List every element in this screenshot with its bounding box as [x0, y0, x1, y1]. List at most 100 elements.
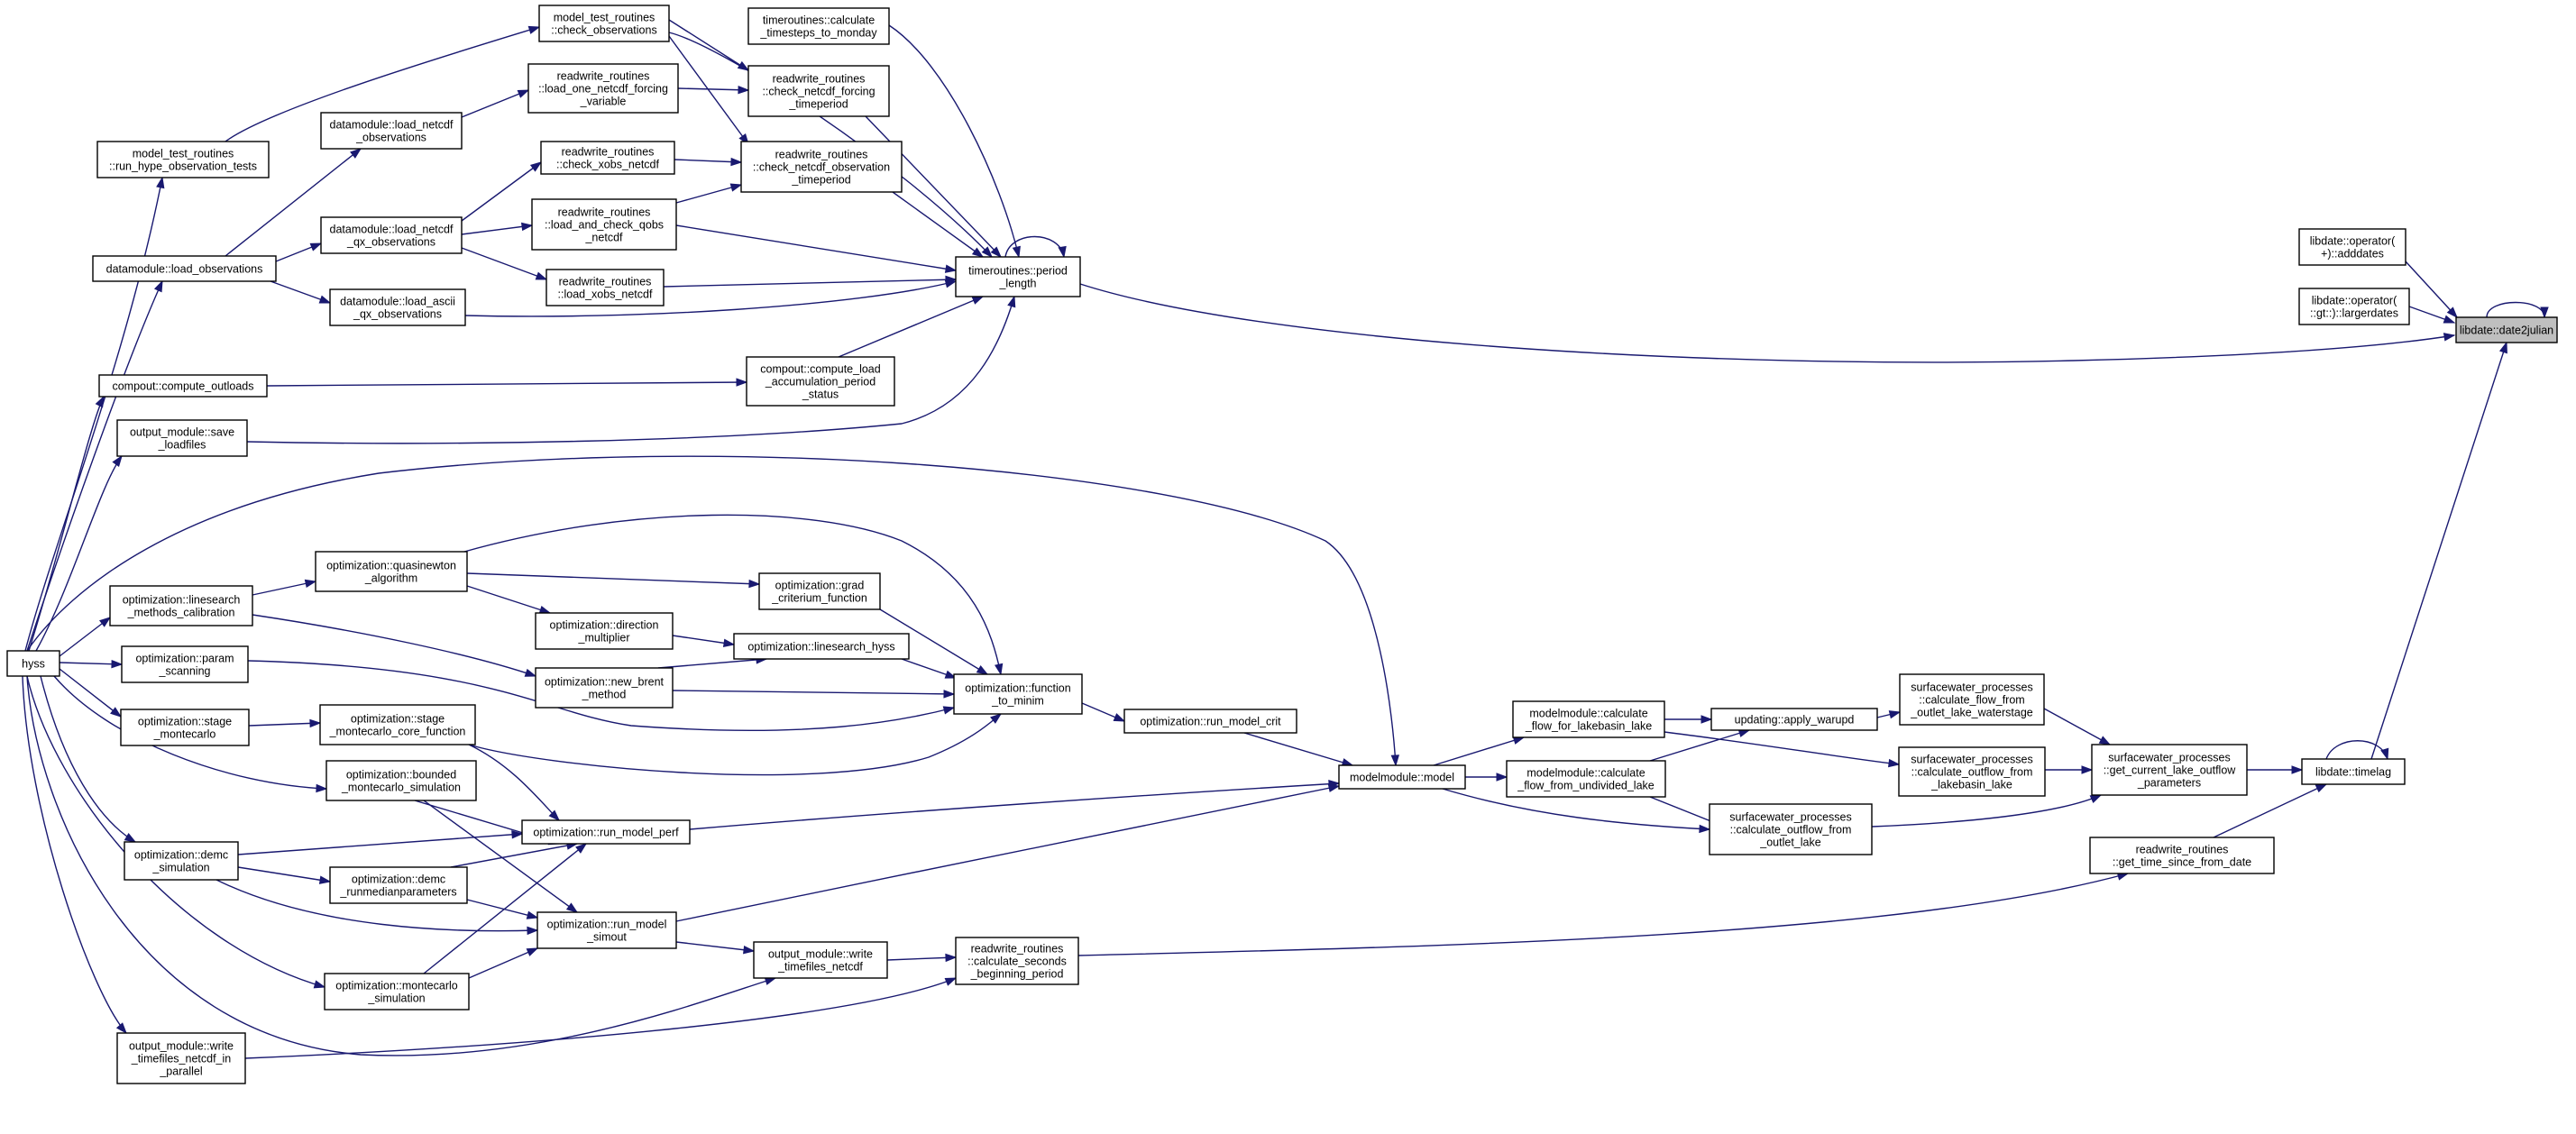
- node-calc-flow-from-outlet-ws[interactable]: surfacewater_processes::calculate_flow_f…: [1899, 673, 2045, 726]
- edge-write_timefiles_par-to-calc_seconds: [244, 977, 958, 1059]
- node-label-line: optimization::stage: [138, 716, 232, 728]
- edge-dm_load_ascii-to-period_length: [464, 279, 958, 317]
- node-label-line: _lakebasin_lake: [1930, 779, 2012, 791]
- node-label-line: _multiplier: [578, 632, 630, 645]
- node-check-obs[interactable]: model_test_routines::check_observations: [538, 5, 670, 42]
- node-get-current-lake[interactable]: surfacewater_processes::get_current_lake…: [2091, 744, 2248, 796]
- node-grad[interactable]: optimization::grad_criterium_function: [758, 572, 881, 610]
- edge-calc_flow_from_outlet_ws-to-get_current_lake: [2043, 708, 2112, 745]
- node-demc-sim[interactable]: optimization::demc_simulation: [124, 841, 239, 881]
- edge-line: [675, 941, 755, 952]
- node-label-line: _montecarlo: [153, 728, 216, 741]
- node-label-line: libdate::operator(: [2310, 235, 2396, 248]
- node-adddates[interactable]: libdate::operator(+)::adddates: [2298, 228, 2406, 266]
- edge-arrowhead: [2089, 794, 2103, 804]
- edge-new_brent-to-function_to_minim: [672, 690, 956, 699]
- node-label-line: libdate::operator(: [2312, 295, 2397, 307]
- node-label-line: optimization::new_brent: [545, 676, 665, 689]
- node-label-line: model_test_routines: [554, 12, 655, 24]
- node-direction[interactable]: optimization::direction_multiplier: [535, 612, 674, 650]
- node-compute-outloads[interactable]: compout::compute_outloads: [98, 374, 268, 398]
- edge-dm_load_qx_nc-to-load_xobs: [461, 247, 548, 280]
- node-check-obs-tp[interactable]: readwrite_routines::check_netcdf_observa…: [740, 141, 903, 193]
- node-box: [747, 7, 890, 45]
- node-label-line: _outlet_lake_waterstage: [1910, 707, 2033, 719]
- node-montecarlo-sim[interactable]: optimization::montecarlo_simulation: [324, 973, 470, 1011]
- node-check-forcing[interactable]: readwrite_routines::check_netcdf_forcing…: [747, 65, 890, 117]
- node-bounded-mc[interactable]: optimization::bounded_montecarlo_simulat…: [325, 760, 477, 801]
- edge-line: [1079, 283, 2455, 363]
- node-run-model-simout[interactable]: optimization::run_model_simout: [536, 911, 677, 949]
- node-dm-load-obs-nc[interactable]: datamodule::load_netcdf_observations: [320, 112, 463, 150]
- node-load-check-qobs[interactable]: readwrite_routines::load_and_check_qobs_…: [531, 198, 677, 251]
- edge-arrowhead: [95, 395, 105, 408]
- node-box: [1338, 764, 1466, 790]
- node-date2julian[interactable]: libdate::date2julian: [2455, 316, 2558, 343]
- node-stage-mc-core[interactable]: optimization::stage_montecarlo_core_func…: [319, 704, 476, 745]
- node-calc-outflow-outlet[interactable]: surfacewater_processes::calculate_outflo…: [1709, 803, 1873, 855]
- node-label-line: ::calculate_outflow_from: [1730, 824, 1852, 837]
- node-label-line: surfacewater_processes: [1911, 681, 2032, 694]
- node-timelag[interactable]: libdate::timelag: [2301, 758, 2406, 785]
- node-label-line: _outlet_lake: [1759, 837, 1820, 849]
- edge-arrowhead: [524, 668, 537, 677]
- node-check-xobs[interactable]: readwrite_routines::check_xobs_netcdf: [540, 141, 675, 175]
- edge-model-to-calc_outflow_outlet: [1442, 788, 1711, 834]
- edge-line: [247, 660, 955, 732]
- node-run-hype-obs[interactable]: model_test_routines::run_hype_observatio…: [96, 141, 270, 178]
- node-calc-seconds[interactable]: readwrite_routines::calculate_seconds_be…: [955, 937, 1079, 985]
- node-get-time-since[interactable]: readwrite_routines::get_time_since_from_…: [2089, 837, 2275, 874]
- node-calc-timesteps[interactable]: timeroutines::calculate_timesteps_to_mon…: [747, 7, 890, 45]
- node-quasinewton[interactable]: optimization::quasinewton_algorithm: [315, 551, 468, 592]
- node-demc-runmedian[interactable]: optimization::demc_runmedianparameters: [329, 866, 468, 904]
- node-load-xobs[interactable]: readwrite_routines::load_xobs_netcdf: [545, 269, 665, 306]
- node-run-model-perf[interactable]: optimization::run_model_perf: [521, 819, 691, 845]
- node-hyss[interactable]: hyss: [6, 650, 60, 677]
- node-largerdates[interactable]: libdate::operator(::gt::)::largerdates: [2298, 288, 2410, 325]
- node-param-scanning[interactable]: optimization::param_scanning: [121, 645, 249, 683]
- edge-quasinewton-to-grad: [466, 572, 761, 589]
- node-linesearch-calib[interactable]: optimization::linesearch_methods_calibra…: [109, 585, 253, 626]
- edge-line: [672, 690, 955, 695]
- node-calc-flow-undivided[interactable]: modelmodule::calculate_flow_from_undivid…: [1506, 760, 1666, 798]
- node-compute-load[interactable]: compout::compute_load_accumulation_perio…: [746, 356, 895, 407]
- edge-model-to-calc_flow_undivided: [1465, 773, 1508, 782]
- edge-arrowhead: [971, 247, 985, 258]
- edge-dm_load_obs-to-dm_load_qx_nc: [275, 242, 323, 262]
- node-write-timefiles-nc[interactable]: output_module::write_timefiles_netcdf: [753, 941, 888, 979]
- node-calc-outflow-lakebasin[interactable]: surfacewater_processes::calculate_outflo…: [1898, 746, 2046, 797]
- edge-line: [466, 572, 760, 585]
- node-dm-load-qx-nc[interactable]: datamodule::load_netcdf_qx_observations: [320, 216, 463, 254]
- node-box: [545, 269, 665, 306]
- node-run-model-crit[interactable]: optimization::run_model_crit: [1123, 709, 1297, 734]
- node-calc-flow-lakebasin[interactable]: modelmodule::calculate_flow_for_lakebasi…: [1512, 700, 1665, 738]
- node-label-line: _length: [998, 278, 1036, 290]
- node-label-line: _qx_observations: [346, 236, 435, 249]
- edge-period_length-to-period_length: [1004, 235, 1067, 259]
- node-label-line: compout::compute_load: [760, 363, 880, 376]
- edge-write_timefiles_nc-to-calc_seconds: [886, 953, 958, 963]
- node-apply-warupd[interactable]: updating::apply_warupd: [1710, 708, 1878, 731]
- edge-line: [675, 224, 957, 271]
- node-box: [325, 760, 477, 801]
- edge-arrowhead: [124, 833, 137, 843]
- node-period-length[interactable]: timeroutines::period_length: [955, 256, 1081, 297]
- node-label-line: optimization::linesearch_hyss: [747, 641, 894, 654]
- edge-line: [1433, 736, 1525, 766]
- node-new-brent[interactable]: optimization::new_brent_method: [535, 667, 674, 709]
- node-linesearch-hyss[interactable]: optimization::linesearch_hyss: [733, 633, 910, 660]
- node-dm-load-ascii[interactable]: datamodule::load_ascii_qx_observations: [329, 288, 466, 326]
- node-function-to-minim[interactable]: optimization::function_to_minim: [953, 673, 1083, 715]
- node-model[interactable]: modelmodule::model: [1338, 764, 1466, 790]
- node-write-timefiles-par[interactable]: output_module::write_timefiles_netcdf_in…: [116, 1032, 246, 1084]
- node-box: [2455, 316, 2558, 343]
- node-dm-load-obs[interactable]: datamodule::load_observations: [92, 255, 277, 282]
- node-load-one[interactable]: readwrite_routines::load_one_netcdf_forc…: [527, 63, 679, 114]
- node-label-line: timeroutines::calculate: [763, 14, 875, 27]
- edge-run_model_simout-to-model: [675, 783, 1341, 922]
- edge-run_hype_obs-to-check_obs: [225, 25, 541, 142]
- node-save-loadfiles[interactable]: output_module::save_loadfiles: [116, 419, 248, 457]
- node-stage-mc[interactable]: optimization::stage_montecarlo: [120, 709, 250, 746]
- edge-load_check_qobs-to-check_obs_tp: [675, 183, 743, 204]
- node-label-line: optimization::run_model_crit: [1140, 716, 1281, 728]
